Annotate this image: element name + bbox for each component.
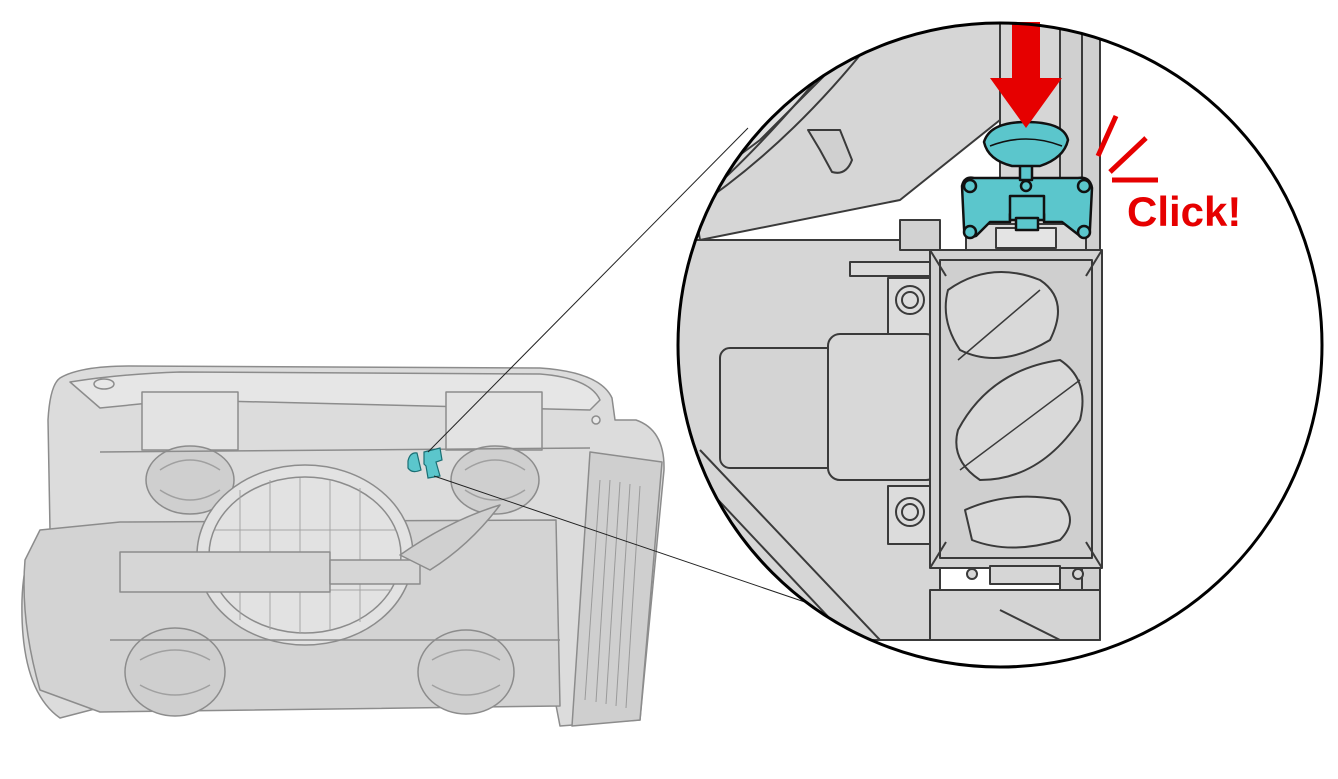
zoom-circle-outline [676, 21, 1324, 669]
impact-lines-icon [1095, 114, 1158, 183]
clip-part-overview [407, 447, 443, 479]
robot-body-overview [21, 365, 665, 727]
arrow-down-icon [990, 22, 1062, 128]
click-callout-label: Click! [1127, 188, 1242, 235]
zoom-leader-lines [427, 127, 853, 619]
clip-part-zoom [960, 120, 1094, 240]
